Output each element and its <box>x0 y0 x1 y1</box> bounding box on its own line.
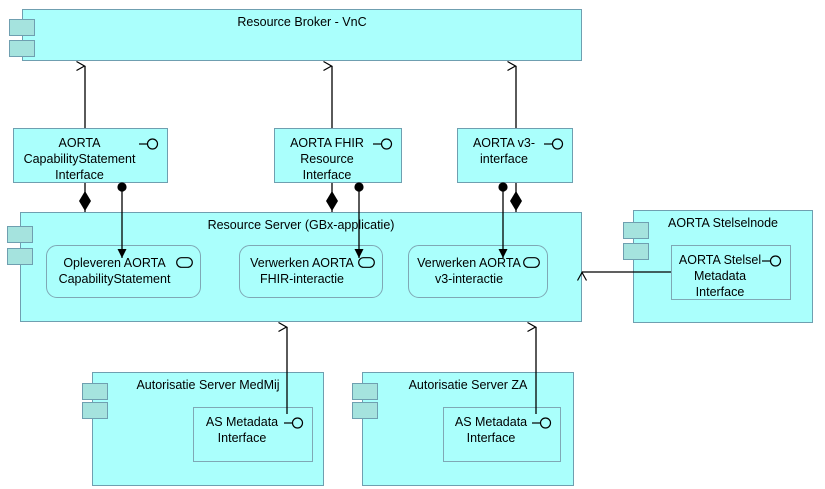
component-resource-broker-label: Resource Broker - VnC <box>237 15 367 29</box>
component-tab-upper-resource-server <box>7 226 33 243</box>
provided-interface-icon <box>532 417 552 429</box>
interface-as-metadata-za[interactable]: AS Metadata Interface <box>443 407 561 462</box>
component-autorisatie-server-za-label: Autorisatie Server ZA <box>408 378 528 392</box>
component-tab-lower-aorta-stelselnode <box>623 243 649 260</box>
provided-interface-icon <box>762 255 782 267</box>
provided-interface-icon <box>139 138 159 150</box>
interface-aorta-capabilitystatement-label: AORTA CapabilityStatement Interface <box>23 136 136 182</box>
interface-aorta-v3-label: AORTA v3- interface <box>472 136 536 166</box>
interface-aorta-v3[interactable]: AORTA v3- interface <box>457 128 573 183</box>
function-verwerken-aorta-v3-interactie[interactable]: Verwerken AORTA v3-interactie <box>408 245 548 298</box>
component-tab-lower-autorisatie-server-za <box>352 402 378 419</box>
function-opleveren-aorta-capabilitystatement-label: Opleveren AORTA CapabilityStatement <box>58 256 171 286</box>
interface-as-metadata-medmij[interactable]: AS Metadata Interface <box>193 407 313 462</box>
component-tab-lower-resource-server <box>7 248 33 265</box>
function-verwerken-aorta-fhir-interactie[interactable]: Verwerken AORTA FHIR-interactie <box>239 245 383 298</box>
component-autorisatie-server-za[interactable]: Autorisatie Server ZA <box>362 372 574 486</box>
component-resource-server[interactable]: Resource Server (GBx-applicatie) <box>20 212 582 322</box>
component-tab-upper-autorisatie-server-medmij <box>82 383 108 400</box>
component-resource-broker[interactable]: Resource Broker - VnC <box>22 9 582 61</box>
component-tab-upper-autorisatie-server-za <box>352 383 378 400</box>
component-tab-upper-resource-broker <box>9 19 35 36</box>
component-tab-upper-aorta-stelselnode <box>623 222 649 239</box>
application-function-icon <box>176 257 193 268</box>
interface-aorta-capabilitystatement[interactable]: AORTA CapabilityStatement Interface <box>13 128 168 183</box>
provided-interface-icon <box>544 138 564 150</box>
provided-interface-icon <box>373 138 393 150</box>
component-aorta-stelselnode[interactable]: AORTA Stelselnode <box>633 210 813 323</box>
application-function-icon <box>523 257 540 268</box>
connector-composition-resource-server-v3 <box>510 183 522 212</box>
component-autorisatie-server-medmij-label: Autorisatie Server MedMij <box>136 378 280 392</box>
application-function-icon <box>358 257 375 268</box>
component-resource-server-label: Resource Server (GBx-applicatie) <box>207 218 395 232</box>
interface-aorta-stelsel-metadata-label: AORTA Stelsel Metadata Interface <box>678 253 762 299</box>
provided-interface-icon <box>284 417 304 429</box>
interface-aorta-stelsel-metadata[interactable]: AORTA Stelsel Metadata Interface <box>671 245 791 300</box>
component-tab-lower-autorisatie-server-medmij <box>82 402 108 419</box>
component-aorta-stelselnode-label: AORTA Stelselnode <box>667 216 779 230</box>
connector-composition-resource-server-capabilitystatement <box>79 183 91 212</box>
function-verwerken-aorta-fhir-interactie-label: Verwerken AORTA FHIR-interactie <box>250 256 354 286</box>
interface-aorta-fhir-resource-label: AORTA FHIR Resource Interface <box>290 136 364 182</box>
interface-as-metadata-za-label: AS Metadata Interface <box>454 415 528 445</box>
function-opleveren-aorta-capabilitystatement[interactable]: Opleveren AORTA CapabilityStatement <box>46 245 201 298</box>
connector-composition-resource-server-fhir-resource <box>326 183 338 212</box>
interface-as-metadata-medmij-label: AS Metadata Interface <box>205 415 279 445</box>
component-autorisatie-server-medmij[interactable]: Autorisatie Server MedMij <box>92 372 324 486</box>
component-tab-lower-resource-broker <box>9 40 35 57</box>
interface-aorta-fhir-resource[interactable]: AORTA FHIR Resource Interface <box>274 128 402 183</box>
function-verwerken-aorta-v3-interactie-label: Verwerken AORTA v3-interactie <box>417 256 521 286</box>
